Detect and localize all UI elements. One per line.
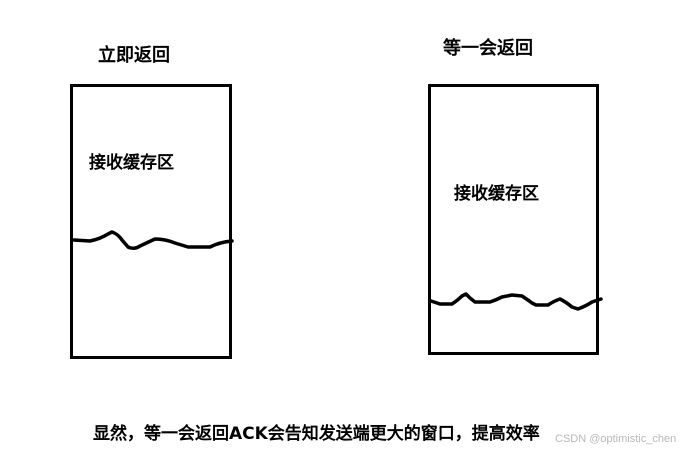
left-buffer-level-line (72, 230, 234, 251)
left-buffer-label: 接收缓存区 (89, 153, 174, 173)
conclusion-caption: 显然，等一会返回ACK会告知发送端更大的窗口，提高效率 (93, 424, 540, 444)
right-receive-buffer-box (428, 84, 599, 355)
left-receive-buffer-box (70, 84, 232, 359)
right-panel-title: 等一会返回 (443, 38, 533, 59)
watermark: CSDN @optimistic_chen (555, 433, 677, 445)
right-buffer-label: 接收缓存区 (454, 184, 539, 204)
right-buffer-level-line (429, 292, 603, 311)
left-panel-title: 立即返回 (98, 45, 170, 66)
